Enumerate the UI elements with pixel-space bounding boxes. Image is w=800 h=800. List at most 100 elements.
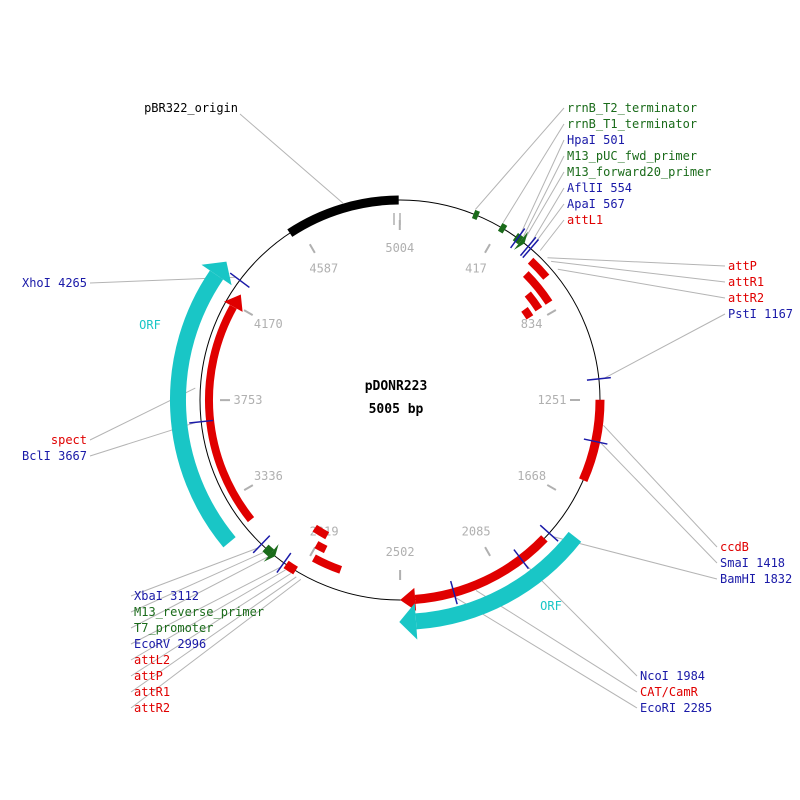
site-ecorv [276, 552, 292, 574]
leader-line [130, 579, 302, 709]
tick-label: 3336 [254, 469, 283, 483]
tick-mark [546, 309, 557, 316]
site-hpai [509, 228, 526, 249]
leader-line [603, 424, 718, 548]
label-ncoi-1984: NcoI 1984 [640, 669, 705, 683]
label-attl1: attL1 [567, 213, 603, 227]
label-attr1: attR1 [134, 685, 170, 699]
tick-label: 2085 [462, 525, 491, 539]
feature-arrowhead [263, 544, 279, 562]
tick-label: 834 [521, 317, 543, 331]
tick-mark [484, 546, 491, 557]
tick-label: 2502 [386, 545, 415, 559]
label-pbr322-origin: pBR322_origin [144, 101, 238, 115]
feature-attr2b [283, 560, 298, 575]
site-ncoi [513, 549, 530, 570]
feature-orf [415, 531, 582, 630]
tick-mark [309, 546, 316, 557]
label-ecori-2285: EcoRI 2285 [640, 701, 712, 715]
feature-arrowhead [400, 587, 417, 611]
tick-mark [308, 243, 316, 254]
leader-line [520, 139, 565, 235]
feature-arcs [169, 195, 605, 640]
label-hpai-501: HpaI 501 [567, 133, 625, 147]
label-cat-camr: CAT/CamR [640, 685, 699, 699]
leader-line [523, 155, 565, 237]
label-ccdb: ccdB [720, 540, 749, 554]
orf-label: ORF [139, 318, 161, 332]
feature-arrowhead [399, 603, 418, 640]
leader-line [502, 123, 565, 224]
tick-mark [484, 243, 491, 254]
site-apai [522, 238, 540, 259]
label-m13-reverse-primer: M13_reverse_primer [134, 605, 264, 619]
tick-mark [546, 484, 557, 491]
leader-line [130, 566, 282, 645]
leader-line [130, 556, 269, 629]
feature-orf [169, 270, 236, 548]
restriction-sites [189, 228, 611, 605]
tick-label: 4587 [309, 262, 338, 276]
leader-line [475, 107, 565, 210]
plasmid-size: 5005 bp [369, 402, 424, 417]
tick-label: 1251 [538, 393, 567, 407]
label-attr2: attR2 [134, 701, 170, 715]
feature-cat-camr [414, 535, 548, 604]
leader-line [475, 589, 638, 693]
label-rrnb-t1-terminator: rrnB_T1_terminator [567, 117, 697, 131]
site-bamhi [539, 524, 559, 542]
feature-spect [205, 304, 255, 523]
leader-line [130, 552, 264, 613]
leader-line [130, 569, 286, 661]
label-ecorv-2996: EcoRV 2996 [134, 637, 206, 651]
plasmid-name: pDONR223 [365, 379, 428, 394]
leader-line [530, 187, 565, 243]
leader-line [523, 562, 638, 677]
site-smai [583, 438, 608, 445]
tick-label: 417 [465, 261, 487, 275]
leader-line [525, 171, 565, 239]
tick-mark [243, 484, 254, 491]
feature-rrnb-t1-terminator [497, 223, 508, 234]
feature-arrowhead [224, 294, 243, 312]
leader-line [557, 268, 726, 299]
leader-line [551, 260, 726, 283]
tick-label: 5004 [385, 241, 414, 255]
tick-label: 3753 [234, 393, 263, 407]
feature-attp [521, 307, 534, 320]
site-psti [586, 376, 611, 381]
feature-ccdb [579, 399, 605, 483]
label-smai-1418: SmaI 1418 [720, 556, 785, 570]
orf-label: ORF [540, 599, 562, 613]
feature-t7-promoter [262, 544, 275, 557]
site-bcli [189, 419, 214, 424]
leader-line [547, 257, 726, 267]
feature-pbr322-origin [287, 195, 399, 237]
feature-attr1b [312, 524, 330, 540]
leader-line [455, 596, 638, 709]
site-ecori [449, 580, 458, 605]
label-attp: attP [134, 669, 163, 683]
feature-arrowhead [201, 261, 232, 286]
feature-attp2 [314, 541, 328, 554]
leader-line [130, 576, 297, 693]
label-bamhi-1832: BamHI 1832 [720, 572, 792, 586]
leader-line [552, 536, 718, 580]
leader-line [130, 573, 292, 677]
label-psti-1167: PstI 1167 [728, 307, 793, 321]
site-aflii [519, 236, 537, 257]
label-aflii-554: AflII 554 [567, 181, 632, 195]
site-xbai [252, 535, 271, 554]
label-xbai-3112: XbaI 3112 [134, 589, 199, 603]
leader-line [239, 113, 344, 204]
leader-lines [89, 107, 726, 709]
feature-attl1 [527, 257, 550, 280]
site-xhoi [229, 272, 250, 289]
label-rrnb-t2-terminator: rrnB_T2_terminator [567, 101, 697, 115]
tick-marks: 5004417834125116682085250229193336375341… [219, 213, 581, 581]
label-attp: attP [728, 259, 757, 273]
feature-attl2 [311, 554, 343, 574]
label-bcli-3667: BclI 3667 [22, 449, 87, 463]
label-m13-forward20-primer: M13_forward20_primer [567, 165, 712, 179]
